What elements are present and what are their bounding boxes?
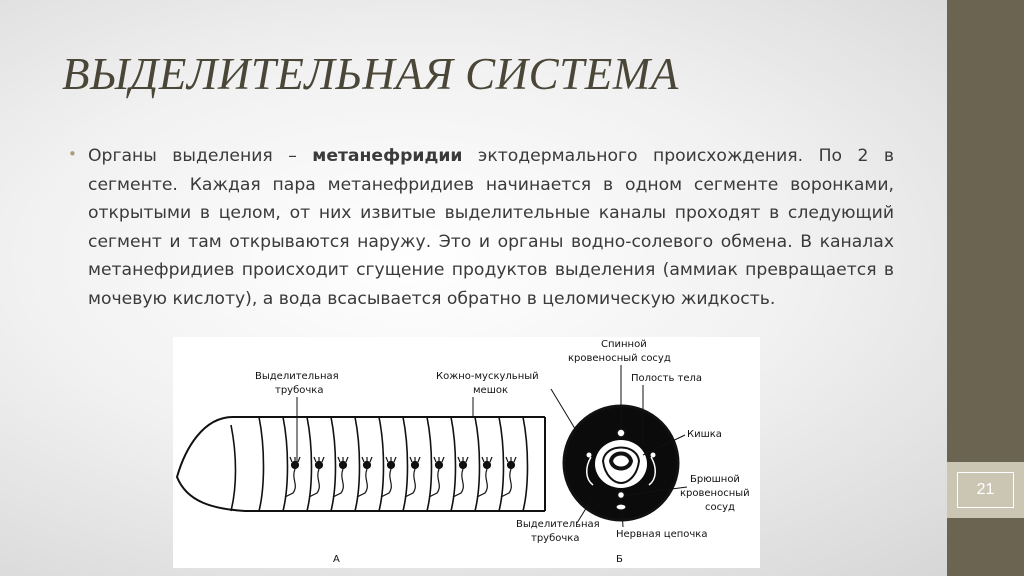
worm-segment-line (306, 416, 313, 512)
nephridium (476, 456, 493, 498)
svg-text:Выделительная: Выделительная (516, 519, 600, 530)
nephridium (404, 456, 421, 498)
worm-diagram-svg: Выделительная трубочка Кожно-мускульный … (175, 339, 750, 565)
label-tube-bottom: Выделительная трубочка (516, 519, 600, 544)
worm-segment-line (474, 416, 481, 512)
nephridium (380, 456, 397, 498)
nephridium (356, 456, 373, 498)
worm-body (175, 416, 546, 512)
nephridium (332, 456, 349, 498)
slide-title: ВЫДЕЛИТЕЛЬНАЯ СИСТЕМА (62, 49, 679, 99)
worm-segment-line (282, 416, 289, 512)
body-text-start: Органы выделения – (88, 146, 313, 166)
worm-segment-line (522, 416, 529, 512)
svg-text:Выделительная: Выделительная (255, 371, 339, 382)
svg-text:мешок: мешок (473, 385, 508, 396)
worm-segment-line (402, 416, 409, 512)
pointer-ventral (624, 486, 688, 496)
label-gut: Кишка (687, 429, 722, 440)
svg-text:сосуд: сосуд (705, 502, 735, 513)
worm-segment-line (354, 416, 361, 512)
worm-diagram: Выделительная трубочка Кожно-мускульный … (173, 337, 760, 568)
nephridium (500, 456, 517, 498)
svg-text:трубочка: трубочка (531, 533, 579, 544)
panel-b-label: Б (616, 554, 623, 565)
pointer-tube-bottom (576, 496, 594, 524)
nerve-cord (615, 503, 627, 511)
worm-segment-line (330, 416, 337, 512)
bold-term: метанефридии (312, 146, 463, 166)
bullet-icon: • (68, 145, 77, 163)
label-ventral-vessel: Брюшной кровеносный сосуд (680, 474, 750, 513)
page-number-box (947, 462, 1024, 518)
nephridia-marks (284, 456, 517, 498)
ventral-vessel (616, 490, 626, 500)
label-dorsal-vessel: Спинной кровеносный сосуд (568, 339, 671, 364)
worm-segment-line (498, 416, 505, 512)
worm-segments (230, 416, 529, 512)
label-tube-top: Выделительная трубочка (255, 371, 339, 396)
worm-segment-line (258, 416, 265, 512)
worm-segment-line (450, 416, 457, 512)
worm-segment-line (230, 424, 237, 512)
panel-a-label: А (333, 554, 340, 565)
svg-text:Спинной: Спинной (601, 339, 647, 350)
body-text-rest: эктодермального происхождения. По 2 в се… (88, 146, 894, 309)
page-number: 21 (957, 472, 1014, 508)
svg-text:кровеносный сосуд: кровеносный сосуд (568, 353, 671, 364)
label-skin-sac: Кожно-мускульный мешок (436, 371, 539, 396)
svg-text:кровеносный: кровеносный (680, 488, 750, 499)
worm-segment-line (426, 416, 433, 512)
label-nerve-chain: Нервная цепочка (616, 529, 707, 540)
pointer-nerve (621, 510, 624, 528)
svg-text:Брюшной: Брюшной (690, 474, 740, 485)
pointer-gut (642, 434, 686, 456)
svg-text:трубочка: трубочка (275, 385, 323, 396)
nephridium (452, 456, 469, 498)
nephridium (308, 456, 325, 498)
body-text: Органы выделения – метанефридии эктодерм… (88, 142, 894, 313)
label-body-cavity: Полость тела (631, 373, 702, 384)
dorsal-vessel (616, 428, 626, 438)
worm-segment-line (378, 416, 385, 512)
svg-text:Кожно-мускульный: Кожно-мускульный (436, 371, 539, 382)
nephridium (428, 456, 445, 498)
pointer-skin-sac-b (550, 388, 578, 433)
